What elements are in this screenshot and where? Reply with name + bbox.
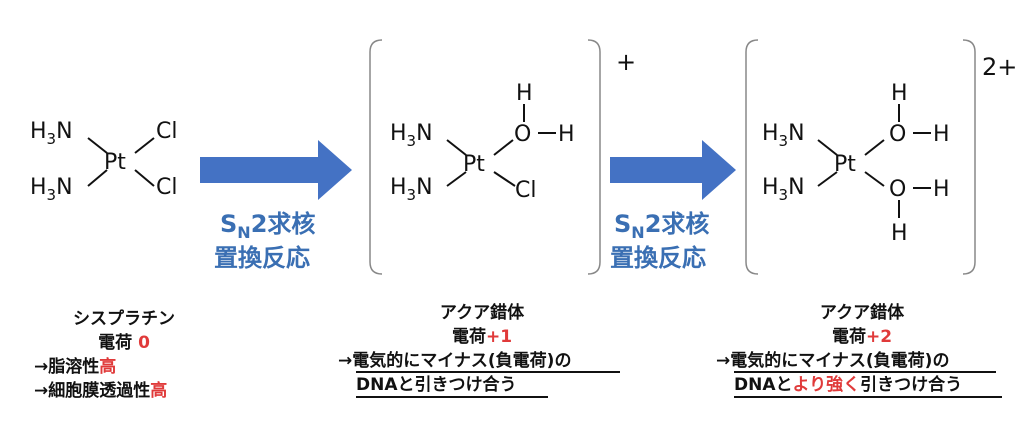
cl-label: Cl bbox=[515, 178, 536, 203]
bond-pt-nh3-bottom bbox=[817, 171, 838, 187]
bond-pt-nh3-top bbox=[817, 139, 838, 156]
caption-aqua2-name: アクア錯体 bbox=[820, 302, 905, 323]
arrow-1-label-line2: 置換反応 bbox=[214, 244, 310, 272]
h-up-label: H bbox=[516, 81, 533, 106]
arrow-2-label-line2: 置換反応 bbox=[610, 244, 706, 272]
nh3-bottom-label: H3N bbox=[30, 175, 73, 204]
bracket-left-1 bbox=[369, 39, 383, 275]
bond-pt-nh3-top bbox=[87, 137, 108, 154]
aqua-complex-2-structure: 2+ H3N H3N Pt O H H O H H bbox=[745, 39, 1017, 275]
h-top-right-label: H bbox=[933, 122, 950, 147]
arrow-shape-2 bbox=[610, 140, 736, 200]
bond-pt-o bbox=[493, 139, 514, 156]
h-bottom-right-label: H bbox=[933, 177, 950, 202]
o-label: O bbox=[514, 122, 531, 147]
bond-pt-cl-bottom bbox=[134, 169, 155, 187]
bond-pt-cl-top bbox=[134, 137, 155, 154]
aqua-complex-1-structure: + H3N H3N Pt O H H Cl bbox=[369, 39, 636, 275]
caption-aqua2-line1: →電気的にマイナス(負電荷)の bbox=[716, 350, 949, 371]
caption-aqua1-name: アクア錯体 bbox=[440, 302, 525, 323]
bond-pt-nh3-bottom bbox=[87, 169, 108, 187]
caption-aqua-1: アクア錯体 電荷+1 →電気的にマイナス(負電荷)の DNAと引きつけ合う bbox=[338, 302, 620, 398]
nh3-bottom-label: H3N bbox=[762, 175, 805, 204]
bond-pt-nh3-bottom bbox=[446, 171, 467, 187]
arrow-shape-1 bbox=[200, 140, 352, 200]
h-down-label: H bbox=[891, 221, 908, 246]
caption-cisplatin-line2: →細胞膜透過性高 bbox=[34, 380, 167, 401]
pt-center-label: Pt bbox=[104, 150, 126, 175]
o-top-label: O bbox=[889, 122, 906, 147]
pt-center-label: Pt bbox=[834, 152, 856, 177]
caption-aqua1-line1: →電気的にマイナス(負電荷)の bbox=[338, 350, 571, 371]
reaction-arrow-1: SN2求核 置換反応 bbox=[200, 140, 352, 272]
bracket-right-1 bbox=[587, 39, 601, 275]
caption-cisplatin-name: シスプラチン bbox=[73, 308, 175, 329]
cl-top-label: Cl bbox=[156, 119, 177, 144]
pt-center-label: Pt bbox=[463, 152, 485, 177]
caption-aqua2-line2: DNAとより強く引きつけ合う bbox=[734, 374, 962, 395]
bond-pt-o-bottom bbox=[864, 171, 885, 187]
nh3-top-label: H3N bbox=[762, 121, 805, 150]
caption-aqua2-charge: 電荷+2 bbox=[832, 326, 892, 347]
cl-bottom-label: Cl bbox=[156, 175, 177, 200]
bond-pt-o-top bbox=[864, 139, 885, 156]
cisplatin-structure: H3N H3N Pt Cl Cl bbox=[30, 119, 177, 204]
reaction-arrow-2: SN2求核 置換反応 bbox=[610, 140, 736, 272]
arrow-1-label-line1: SN2求核 bbox=[220, 210, 315, 242]
bond-pt-nh3-top bbox=[446, 139, 467, 156]
charge-2plus: 2+ bbox=[982, 53, 1017, 81]
nh3-bottom-label: H3N bbox=[390, 175, 433, 204]
charge-plus-1: + bbox=[616, 48, 636, 76]
nh3-top-label: H3N bbox=[390, 121, 433, 150]
caption-aqua-2: アクア錯体 電荷+2 →電気的にマイナス(負電荷)の DNAとより強く引きつけ合… bbox=[716, 302, 1002, 398]
bond-pt-cl bbox=[493, 171, 516, 187]
nh3-top-label: H3N bbox=[30, 119, 73, 148]
bracket-left-2 bbox=[745, 39, 759, 275]
h-up-label: H bbox=[891, 81, 908, 106]
caption-aqua1-charge: 電荷+1 bbox=[452, 326, 512, 347]
caption-cisplatin-line1: →脂溶性高 bbox=[34, 356, 116, 377]
o-bottom-label: O bbox=[889, 177, 906, 202]
arrow-2-label-line1: SN2求核 bbox=[614, 210, 709, 242]
bracket-right-2 bbox=[962, 39, 976, 275]
h-right-label: H bbox=[558, 122, 575, 147]
caption-aqua1-line2: DNAと引きつけ合う bbox=[356, 374, 517, 395]
